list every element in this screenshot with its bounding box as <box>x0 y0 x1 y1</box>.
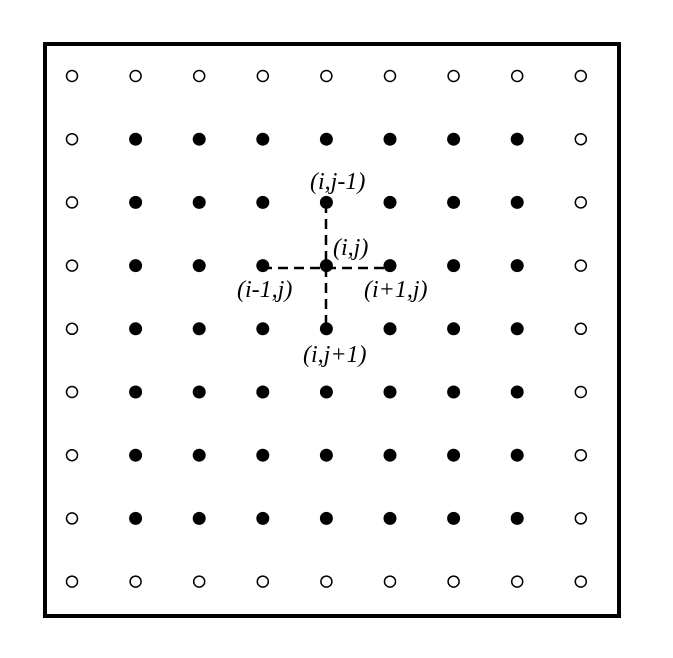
interior-node-filled-dot <box>383 195 397 209</box>
interior-node-filled-dot <box>129 195 143 209</box>
interior-node-filled-dot <box>256 511 270 525</box>
interior-node-filled-dot <box>256 132 270 146</box>
grid-nodes <box>65 69 588 588</box>
interior-node-filled-dot <box>256 448 270 462</box>
boundary-node-open-circle <box>256 69 270 83</box>
boundary-node-open-circle <box>574 69 588 83</box>
label-top-neighbor: (i,j-1) <box>310 169 365 195</box>
interior-node-filled-dot <box>256 195 270 209</box>
boundary-node-open-circle <box>65 512 79 525</box>
interior-node-filled-dot <box>510 322 524 336</box>
interior-node-filled-dot <box>447 132 461 146</box>
interior-node-filled-dot <box>447 259 461 273</box>
domain-boundary-frame <box>43 42 621 618</box>
interior-node-filled-dot <box>510 259 524 273</box>
interior-node-filled-dot <box>319 322 333 336</box>
interior-node-filled-dot <box>510 448 524 462</box>
interior-node-filled-dot <box>256 322 270 336</box>
interior-node-filled-dot <box>192 322 206 336</box>
interior-node-filled-dot <box>129 132 143 146</box>
interior-node-filled-dot <box>129 385 143 399</box>
boundary-node-open-circle <box>383 69 397 83</box>
boundary-node-open-circle <box>65 132 79 146</box>
interior-node-filled-dot <box>192 511 206 525</box>
stencil-labels: (i,j-1) (i,j) (i-1,j) (i+1,j) (i,j+1) <box>237 169 428 368</box>
boundary-node-open-circle <box>65 69 79 83</box>
label-bottom-neighbor: (i,j+1) <box>303 342 367 368</box>
interior-node-filled-dot <box>383 511 397 525</box>
interior-node-filled-dot <box>192 132 206 146</box>
interior-node-filled-dot <box>510 511 524 525</box>
boundary-node-open-circle <box>383 575 397 588</box>
interior-node-filled-dot <box>319 448 333 462</box>
boundary-node-open-circle <box>65 259 79 272</box>
interior-node-filled-dot <box>192 448 206 462</box>
boundary-node-open-circle <box>574 512 588 525</box>
interior-node-filled-dot <box>256 385 270 399</box>
boundary-node-open-circle <box>574 196 588 209</box>
interior-node-filled-dot <box>383 322 397 336</box>
interior-node-filled-dot <box>192 195 206 209</box>
boundary-node-open-circle <box>574 385 588 399</box>
boundary-node-open-circle <box>447 69 460 83</box>
interior-node-filled-dot <box>447 448 461 462</box>
boundary-node-open-circle <box>574 575 588 588</box>
interior-node-filled-dot <box>383 385 397 399</box>
interior-node-filled-dot <box>383 448 397 462</box>
boundary-node-open-circle <box>510 575 524 588</box>
interior-node-filled-dot <box>129 322 143 336</box>
label-right-neighbor: (i+1,j) <box>364 277 428 303</box>
boundary-node-open-circle <box>192 575 206 588</box>
interior-node-filled-dot <box>319 385 333 399</box>
interior-node-filled-dot <box>319 195 333 209</box>
interior-node-filled-dot <box>129 448 143 462</box>
interior-node-filled-dot <box>192 259 206 273</box>
boundary-node-open-circle <box>65 196 79 209</box>
interior-node-filled-dot <box>447 322 461 336</box>
interior-node-filled-dot <box>319 132 333 146</box>
stencil-connectors <box>262 203 386 331</box>
interior-node-filled-dot <box>129 259 143 273</box>
boundary-node-open-circle <box>256 575 270 588</box>
label-center-node: (i,j) <box>333 235 368 261</box>
interior-node-filled-dot <box>510 132 524 146</box>
boundary-node-open-circle <box>129 69 142 83</box>
boundary-node-open-circle <box>65 385 79 399</box>
boundary-node-open-circle <box>447 575 460 588</box>
boundary-node-open-circle <box>574 259 588 272</box>
boundary-node-open-circle <box>65 575 79 588</box>
interior-node-filled-dot <box>447 195 461 209</box>
interior-node-filled-dot <box>319 511 333 525</box>
interior-node-filled-dot <box>383 132 397 146</box>
interior-node-filled-dot <box>192 385 206 399</box>
boundary-node-open-circle <box>574 322 588 336</box>
interior-node-filled-dot <box>129 511 143 525</box>
boundary-node-open-circle <box>192 69 206 83</box>
interior-node-filled-dot <box>256 259 270 273</box>
interior-node-filled-dot <box>447 385 461 399</box>
boundary-node-open-circle <box>574 132 588 146</box>
boundary-node-open-circle <box>129 575 142 588</box>
boundary-node-open-circle <box>574 448 588 462</box>
boundary-node-open-circle <box>510 69 524 83</box>
label-left-neighbor: (i-1,j) <box>237 277 292 303</box>
interior-node-filled-dot <box>510 385 524 399</box>
boundary-node-open-circle <box>65 448 79 462</box>
interior-node-filled-dot <box>383 259 397 273</box>
boundary-node-open-circle <box>320 575 333 588</box>
interior-node-filled-dot <box>447 511 461 525</box>
boundary-node-open-circle <box>65 322 79 336</box>
boundary-node-open-circle <box>320 69 333 83</box>
interior-node-filled-dot <box>510 195 524 209</box>
